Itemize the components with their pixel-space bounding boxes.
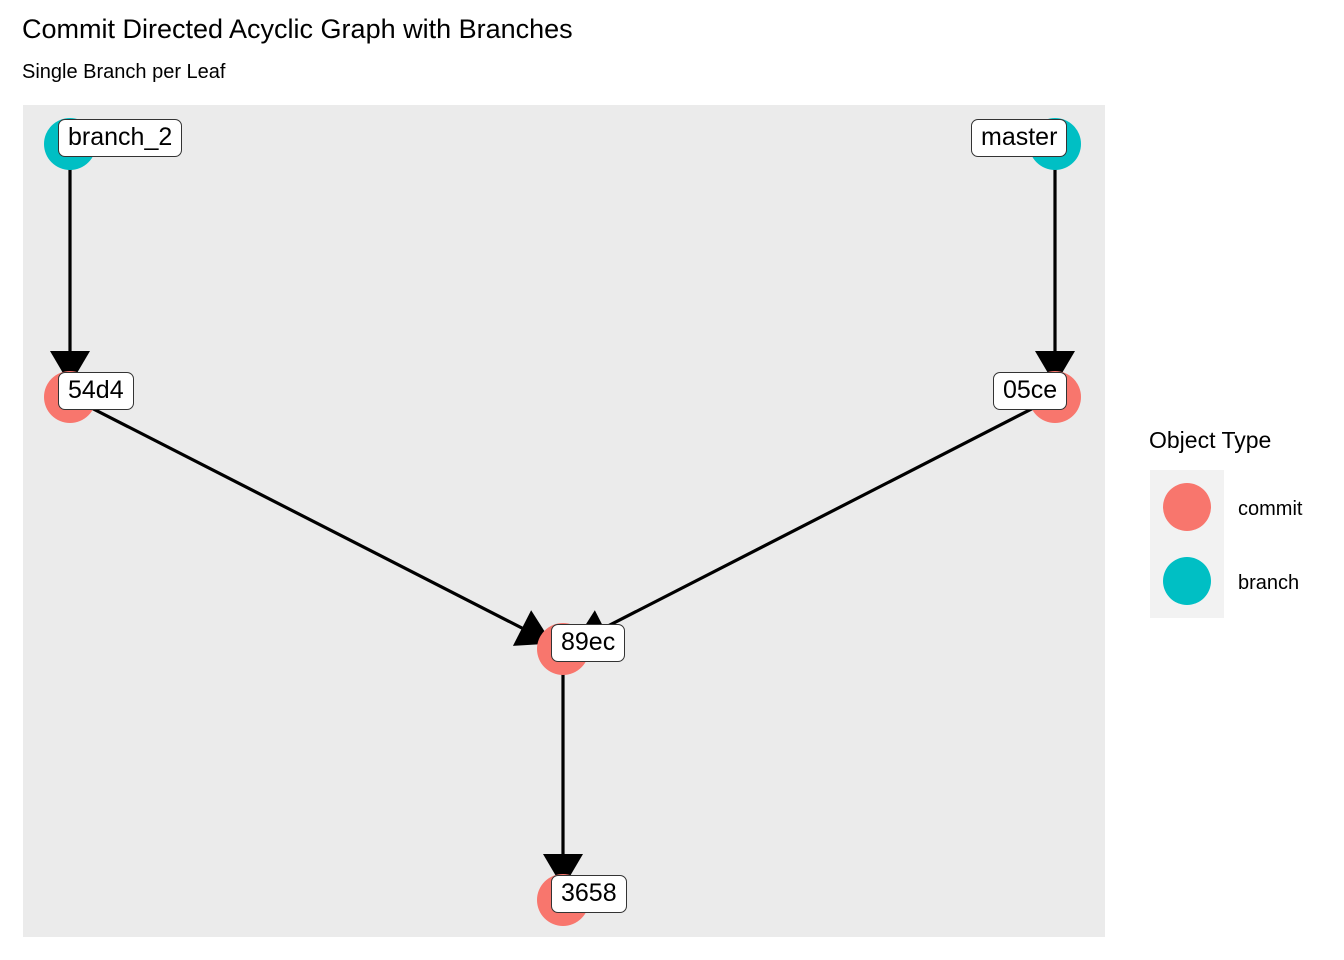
- node-label-master: master: [971, 119, 1068, 157]
- legend-label-branch: branch: [1238, 572, 1300, 594]
- node-label-54d4: 54d4: [58, 372, 134, 410]
- page-title: Commit Directed Acyclic Graph with Branc…: [22, 14, 573, 44]
- graph-edge-master-to-05ce: [1035, 144, 1075, 385]
- arrowhead-icon: [543, 854, 583, 888]
- graph-edge-54d4-to-89ec: [69, 395, 553, 646]
- graph-edge-89ec-to-3658: [543, 649, 583, 888]
- arrowhead-icon: [50, 351, 90, 385]
- graph-edge-branch_2-to-54d4: [50, 144, 90, 385]
- legend-label-commit: commit: [1238, 498, 1303, 520]
- graph-panel: branch_2 master 54d4 05ce 89ec 3658: [23, 105, 1105, 937]
- node-label-3658: 3658: [551, 875, 627, 913]
- page-subtitle: Single Branch per Leaf: [22, 61, 226, 83]
- node-label-branch_2: branch_2: [58, 119, 183, 157]
- node-label-05ce: 05ce: [993, 372, 1068, 410]
- legend-swatch-branch: [1163, 557, 1211, 605]
- legend-swatch-commit: [1163, 483, 1211, 531]
- legend-key-branch: [1150, 544, 1224, 618]
- node-label-89ec: 89ec: [551, 624, 626, 662]
- graph-edge-05ce-to-89ec: [573, 395, 1056, 646]
- legend-keys: [1150, 470, 1224, 618]
- legend-key-commit: [1150, 470, 1224, 544]
- legend-title: Object Type: [1149, 427, 1272, 453]
- arrowhead-icon: [1035, 351, 1075, 385]
- graph-edges-layer: [50, 144, 1075, 888]
